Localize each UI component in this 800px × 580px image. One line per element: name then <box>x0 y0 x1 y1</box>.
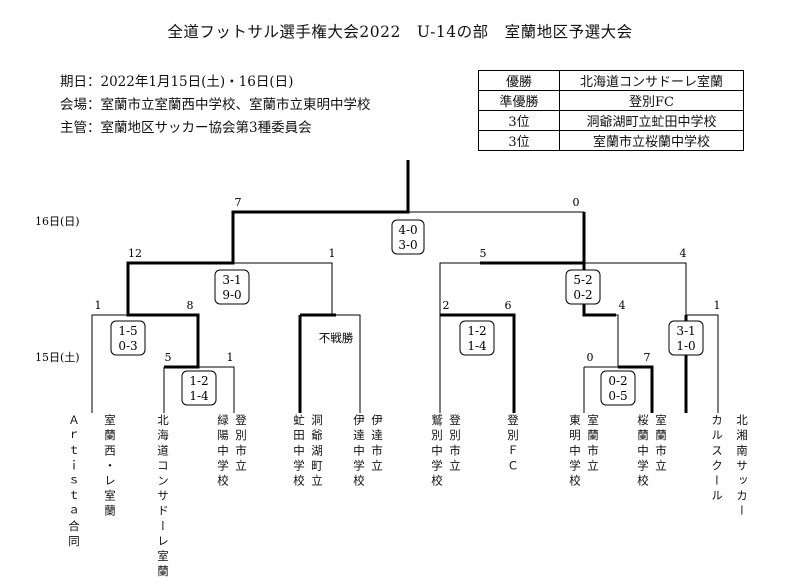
match-score: 0-3 <box>118 339 137 353</box>
day-label-16: 16日(日) <box>35 215 80 228</box>
team-name: 登別ＦＣ <box>506 414 520 475</box>
match-box-r1b: 0-2 0-5 <box>600 370 636 406</box>
match-score: 1-4 <box>189 389 209 403</box>
score: 2 <box>443 299 450 312</box>
team-name: 北海道コンサドーレ室蘭 <box>156 414 170 580</box>
team-name: 鷲別中学校 <box>430 414 444 490</box>
match-score: 1-0 <box>676 339 695 353</box>
score: 5 <box>165 351 172 364</box>
score: 1 <box>329 247 336 260</box>
score: 0 <box>587 351 594 364</box>
match-score: 0-2 <box>608 374 627 388</box>
score: 8 <box>187 299 194 312</box>
match-box-qf3: 3-1 1-0 <box>668 320 704 356</box>
team-name: Ａｒｔｉｓｔａ合同 <box>67 414 81 550</box>
results-row: 3位 室蘭市立桜蘭中学校 <box>478 130 744 151</box>
event-organizer: 主管：室蘭地区サッカー協会第3種委員会 <box>60 120 312 136</box>
score: 4 <box>680 247 687 260</box>
tournament-bracket: 16日(日) 15日(土) 7 0 12 1 5 4 1 8 2 6 4 1 5… <box>35 160 721 413</box>
match-box-final: 4-0 3-0 <box>391 219 425 255</box>
page-title: 全道フットサル選手権大会2022 U-14の部 室蘭地区予選大会 <box>167 23 633 41</box>
team-name: 室蘭市立 <box>586 414 600 475</box>
match-score: 0-5 <box>608 389 627 403</box>
match-score: 3-1 <box>222 273 241 287</box>
team-name: 伊達市立 <box>370 414 384 475</box>
results-row: 優勝 北海道コンサドーレ室蘭 <box>478 70 744 91</box>
match-box-qf2: 1-2 1-4 <box>459 320 495 356</box>
day-label-15: 15日(土) <box>35 351 80 364</box>
team-name: 伊達中学校 <box>352 414 366 490</box>
walkover-label: 不戦勝 <box>319 331 354 345</box>
event-venue: 会場：室蘭市立室蘭西中学校、室蘭市立東明中学校 <box>60 97 371 113</box>
match-score: 5-2 <box>573 273 592 287</box>
team-cell: 北海道コンサドーレ室蘭 <box>559 70 744 91</box>
results-table: 優勝 北海道コンサドーレ室蘭 準優勝 登別FC 3位 洞爺湖町立虻田中学校 3位… <box>478 70 744 151</box>
match-score: 1-5 <box>118 324 137 338</box>
match-box-sf1: 3-1 9-0 <box>214 269 250 305</box>
match-score: 3-0 <box>398 238 417 252</box>
team-name: 緑陽中学校 <box>216 414 230 490</box>
match-score: 3-1 <box>676 324 695 338</box>
match-score: 4-0 <box>398 223 417 237</box>
score: 0 <box>573 196 580 209</box>
score: 1 <box>227 351 234 364</box>
match-score: 0-2 <box>573 288 592 302</box>
match-score: 1-2 <box>467 324 486 338</box>
score: 12 <box>128 247 142 260</box>
rank-cell: 優勝 <box>478 70 560 91</box>
score: 6 <box>505 299 512 312</box>
match-score: 1-2 <box>189 374 208 388</box>
match-score: 1-4 <box>467 339 487 353</box>
team-name: 室蘭西・レ室蘭 <box>103 414 117 520</box>
match-box-qf1: 1-5 0-3 <box>110 320 146 356</box>
team-name: 登別市立 <box>234 414 248 475</box>
event-date: 期日：2022年1月15日(土)・16日(日) <box>60 74 294 90</box>
match-score: 9-0 <box>222 288 241 302</box>
match-box-sf2: 5-2 0-2 <box>565 269 601 305</box>
team-cell: 室蘭市立桜蘭中学校 <box>559 130 744 151</box>
score: 1 <box>95 299 102 312</box>
team-name: 登別市立 <box>448 414 462 475</box>
score: 1 <box>714 299 721 312</box>
team-name: 桜蘭中学校 <box>636 414 650 490</box>
score: 7 <box>644 351 651 364</box>
score: 4 <box>619 299 626 312</box>
score: 5 <box>480 247 487 260</box>
rank-cell: 3位 <box>478 130 560 151</box>
team-name: 北湘南サッカー <box>735 414 749 520</box>
team-name: カルスクール <box>710 414 724 505</box>
event-info: 期日：2022年1月15日(土)・16日(日) 会場：室蘭市立室蘭西中学校、室蘭… <box>60 71 371 140</box>
team-name: 室蘭市立 <box>654 414 668 475</box>
match-box-r1a: 1-2 1-4 <box>181 370 217 406</box>
team-name: 虻田中学校 <box>292 414 306 490</box>
team-cell: 洞爺湖町立虻田中学校 <box>559 110 744 131</box>
team-name: 東明中学校 <box>568 414 582 490</box>
score: 7 <box>235 196 242 209</box>
team-name: 洞爺湖町立 <box>310 414 324 490</box>
